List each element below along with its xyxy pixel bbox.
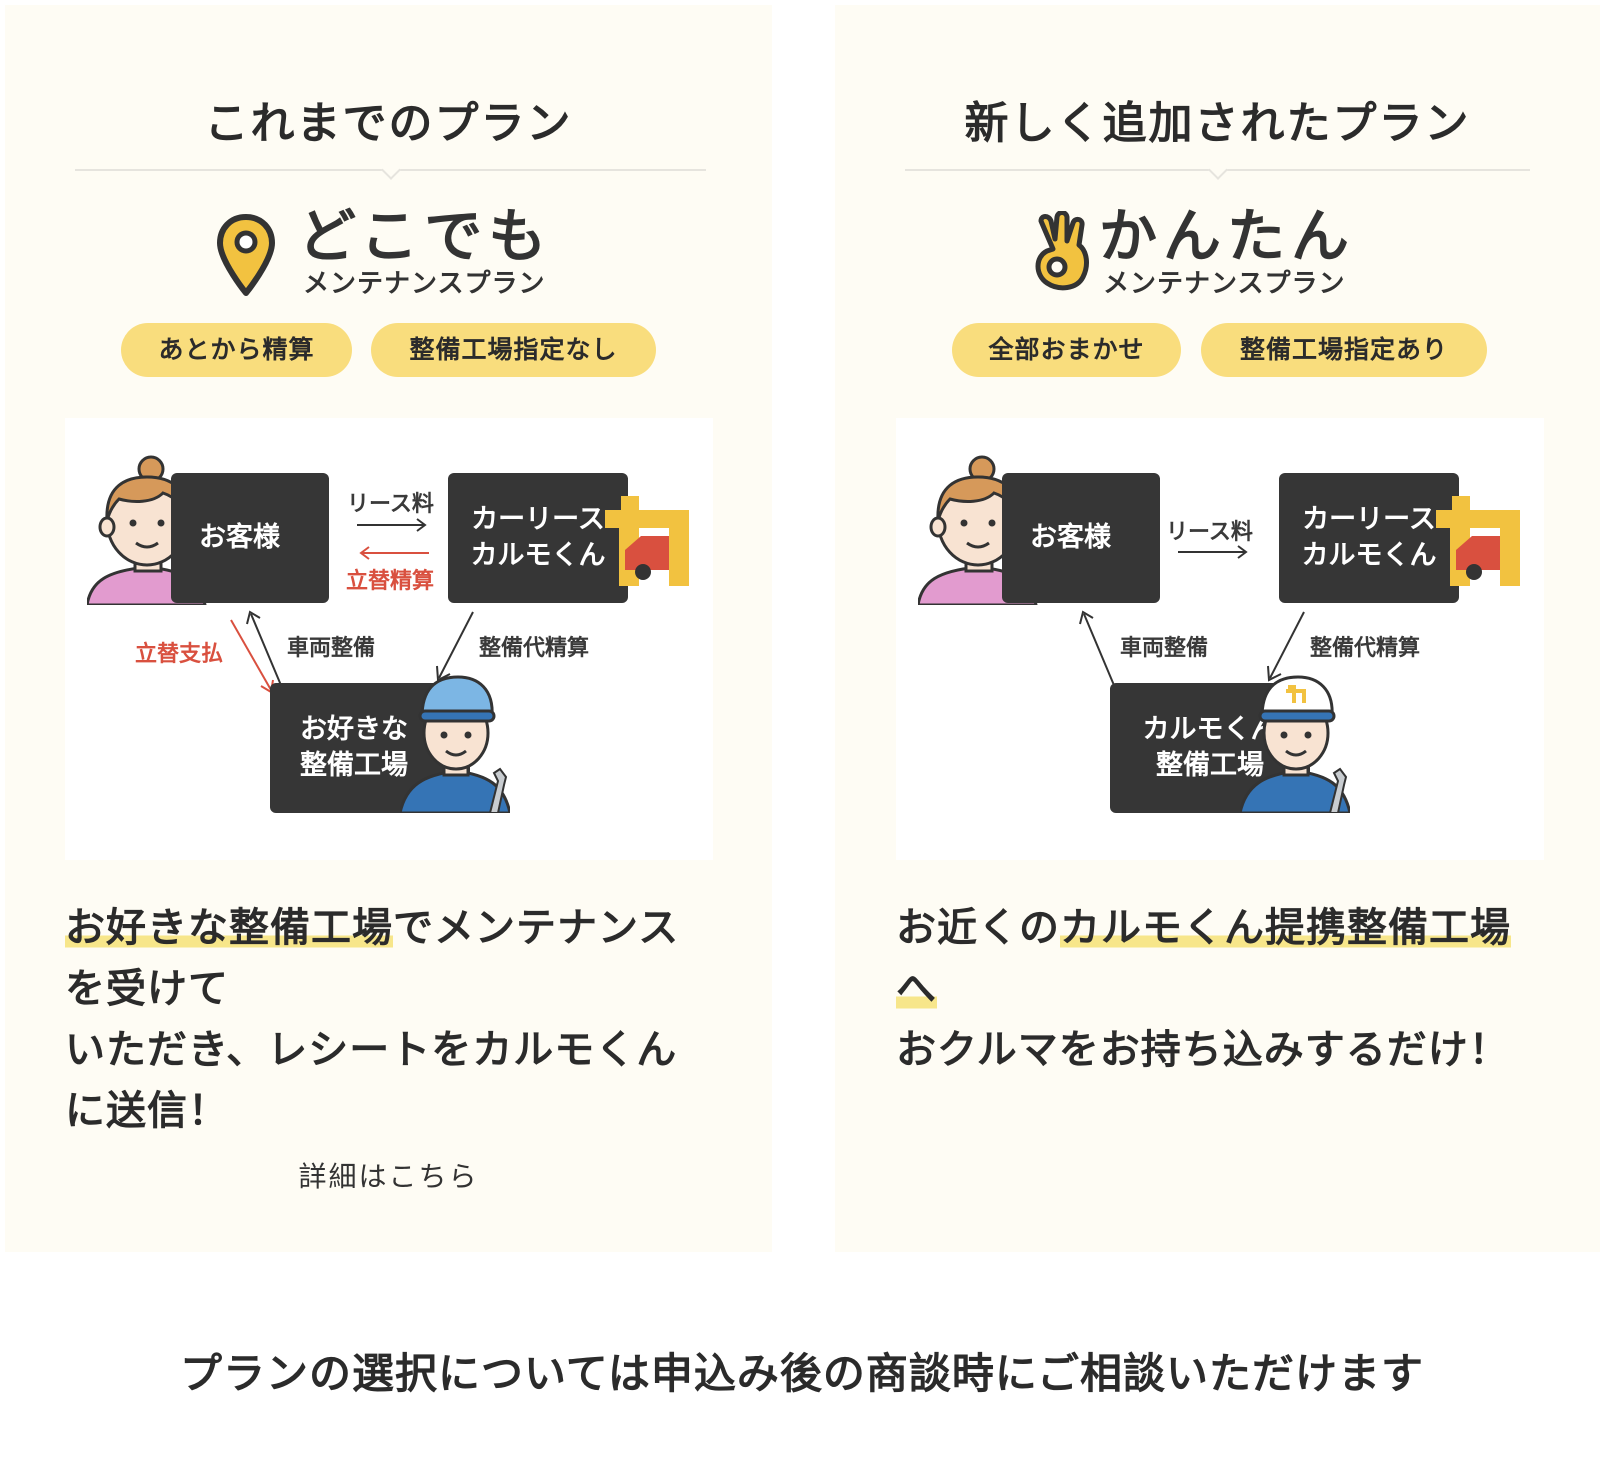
description-highlight: へ bbox=[896, 966, 937, 1012]
badge-pay-later: あとから精算 bbox=[121, 323, 352, 377]
plan-logo: どこでも メンテナンスプラン bbox=[5, 202, 772, 305]
advance-pay-label: 立替支払 bbox=[135, 642, 224, 667]
panel-title: これまでのプラン bbox=[204, 98, 573, 149]
description-line-2: へ bbox=[896, 959, 1511, 1020]
arrow-maintenance-icon bbox=[246, 610, 284, 691]
description-line-3: いただき、レシートをカルモくん bbox=[65, 1027, 678, 1073]
reimburse-label: 立替精算 bbox=[346, 569, 435, 594]
plan-description: お好きな整備工場でメンテナンス を受けて いただき、レシートをカルモくん に送信… bbox=[65, 898, 679, 1142]
company-label-line1: カーリース bbox=[1302, 504, 1436, 535]
plan-subtitle: メンテナンスプラン bbox=[303, 269, 546, 299]
carmo-logo-icon bbox=[1436, 496, 1520, 586]
description-highlight: お好きな整備工場 bbox=[65, 905, 393, 951]
shop-label-line2: 整備工場 bbox=[300, 750, 408, 781]
maintenance-label: 車両整備 bbox=[1120, 636, 1209, 661]
badge-all-included: 全部おまかせ bbox=[952, 323, 1181, 377]
flow-diagram: お客様 カーリース カルモくん リース料 立替精算 立替支払 車両整備 整備代精… bbox=[65, 418, 713, 860]
arrow-left-icon bbox=[359, 546, 429, 560]
mechanic-illustration bbox=[400, 675, 510, 813]
company-label-line1: カーリース bbox=[471, 504, 605, 535]
arrow-right-icon bbox=[1178, 545, 1248, 559]
panel-title: 新しく追加されたプラン bbox=[964, 98, 1471, 149]
arrow-maintenance-icon bbox=[1079, 610, 1117, 691]
description-text: でメンテナンス bbox=[393, 905, 680, 951]
settlement-label: 整備代精算 bbox=[1310, 636, 1421, 661]
plan-name: どこでも bbox=[298, 202, 553, 270]
divider-notch bbox=[1207, 160, 1228, 180]
description-line-2: を受けて bbox=[65, 966, 229, 1012]
company-box: カーリース カルモくん bbox=[448, 473, 628, 603]
customer-label: お客様 bbox=[1030, 522, 1111, 553]
divider bbox=[75, 160, 706, 180]
divider-notch bbox=[380, 160, 401, 180]
badge-shop-designated: 整備工場指定あり bbox=[1201, 323, 1487, 377]
ok-hand-icon bbox=[1035, 211, 1089, 291]
customer-label: お客様 bbox=[199, 522, 280, 553]
carmo-logo-icon bbox=[605, 496, 689, 586]
customer-box: お客様 bbox=[1002, 473, 1160, 603]
lease-fee-label: リース料 bbox=[1166, 520, 1253, 545]
description-highlight: カルモくん提携整備工場 bbox=[1060, 905, 1511, 951]
company-box: カーリース カルモくん bbox=[1279, 473, 1459, 603]
footer-note: プランの選択については申込み後の商談時にご相談いただけます bbox=[179, 1349, 1425, 1398]
plan-subtitle: メンテナンスプラン bbox=[1103, 269, 1346, 299]
shop-label-line1: お好きな bbox=[300, 714, 408, 745]
badge-no-shop-designation: 整備工場指定なし bbox=[371, 323, 656, 377]
customer-box: お客様 bbox=[171, 473, 329, 603]
company-label-line2: カルモくん bbox=[470, 540, 606, 571]
shop-label-line2: 整備工場 bbox=[1156, 750, 1264, 781]
plan-panel-dokodemo: これまでのプラン どこでも メンテナンスプラン あとから精算 整備工場指定なし … bbox=[5, 5, 772, 1252]
arrow-settlement-icon bbox=[1267, 611, 1305, 682]
map-pin-icon bbox=[217, 214, 275, 296]
description-line-3: おクルマをお持ち込みするだけ！ bbox=[896, 1027, 1510, 1073]
plan-name: かんたん bbox=[1099, 202, 1356, 270]
settlement-label: 整備代精算 bbox=[479, 636, 590, 661]
description-line-4: に送信！ bbox=[65, 1088, 229, 1134]
lease-fee-label: リース料 bbox=[347, 492, 434, 517]
flow-diagram: お客様 カーリース カルモくん リース料 車両整備 整備代精算 カルモくん 整備… bbox=[896, 418, 1544, 860]
maintenance-label: 車両整備 bbox=[287, 636, 376, 661]
arrow-right-icon bbox=[357, 518, 427, 532]
plan-panel-kantan: 新しく追加されたプラン かんたん メンテナンスプラン 全部おまかせ 整備工場指定… bbox=[835, 5, 1600, 1252]
divider bbox=[905, 160, 1530, 180]
carmo-mechanic-illustration bbox=[1240, 675, 1350, 813]
plan-description: お近くのカルモくん提携整備工場 へ おクルマをお持ち込みするだけ！ bbox=[896, 898, 1511, 1081]
shop-label-line1: カルモくん bbox=[1142, 714, 1278, 745]
description-text: お近くの bbox=[896, 905, 1060, 951]
description-line-1: お近くのカルモくん提携整備工場 bbox=[896, 898, 1511, 959]
description-line-1: お好きな整備工場でメンテナンス bbox=[65, 898, 679, 959]
company-label-line2: カルモくん bbox=[1301, 540, 1437, 571]
plan-logo: かんたん メンテナンスプラン bbox=[835, 202, 1600, 305]
details-link[interactable]: 詳細はこちら bbox=[298, 1160, 479, 1193]
